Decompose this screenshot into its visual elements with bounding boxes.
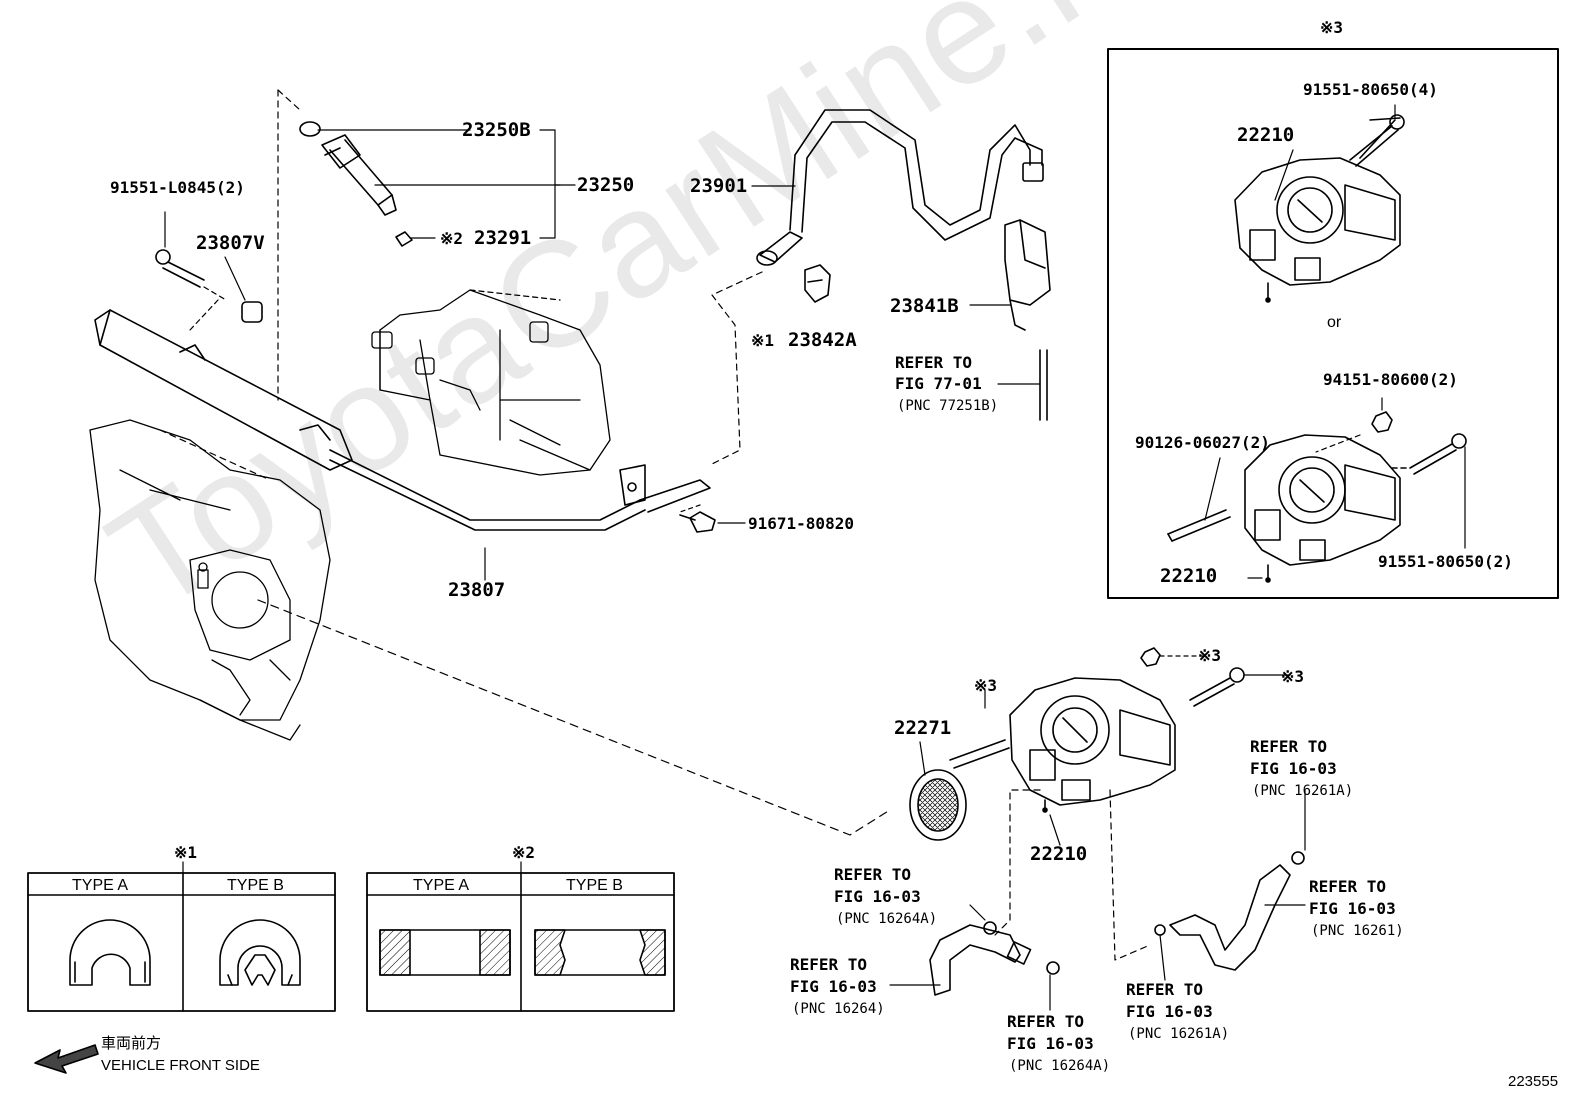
label-91671-80820: 91671-80820 [748,514,854,533]
refer16264a-top-line3: (PNC 16264A) [836,911,938,927]
refer77-line2: FIG 77-01 [895,374,982,393]
fuel-rail-drawing [94,309,711,531]
label-23841b: 23841B [890,295,959,317]
refer77-line1: REFER TO [895,353,973,372]
refer16264a-bot-line2: FIG 16-03 [1007,1034,1094,1053]
refer16261a-bot-line3: (PNC 16261A) [1128,1026,1230,1042]
label-90126-06027: 90126-06027(2) [1135,433,1270,452]
refer16261a-bot-line1: REFER TO [1126,980,1204,999]
label-91551-l0845: 91551-L0845(2) [110,178,245,197]
clip-23842a-drawing [804,264,831,303]
hose-23901-drawing [709,109,1044,466]
note-23291: ※2 [440,229,464,248]
label-94151-80600: 94151-80600(2) [1323,370,1458,389]
note-bolt: ※3 [1281,667,1305,686]
label-22210-main: 22210 [1030,843,1088,865]
refer16261-line2: FIG 16-03 [1309,899,1396,918]
throttle-body-main-drawing [949,647,1291,961]
injector-drawing [299,121,576,247]
note-nut: ※3 [1198,646,1222,665]
bolt-91671-drawing [679,504,746,533]
table2-frame [366,861,675,1012]
table2-col-a: TYPE A [413,877,470,894]
table1-col-b: TYPE B [227,877,284,894]
refer16264a-bot-line1: REFER TO [1007,1012,1085,1031]
front-side-jp: 車両前方 [101,1035,162,1052]
note-22271: ※3 [974,676,998,695]
label-23807v: 23807V [196,232,265,254]
water-hoses-drawing [889,789,1306,1011]
refer16264-line1: REFER TO [790,955,868,974]
label-23291: 23291 [474,227,532,249]
gasket-22271-drawing [909,741,967,841]
bolt-l0845-drawing [155,211,227,301]
label-23901: 23901 [690,175,748,197]
refer16261a-top-line1: REFER TO [1250,737,1328,756]
engine-block-drawing [371,289,611,476]
table1-mark: ※1 [174,843,198,862]
front-side-en: VEHICLE FRONT SIDE [101,1057,260,1074]
vsv-23841b-drawing [969,219,1051,331]
front-side-arrow-icon [34,1044,99,1074]
or-text: or [1327,314,1342,331]
label-23250b: 23250B [462,119,531,141]
label-23807: 23807 [448,579,506,601]
refer16261-line3: (PNC 16261) [1311,923,1404,939]
refer16261a-top-line2: FIG 16-03 [1250,759,1337,778]
label-22210-inset-b: 22210 [1160,565,1218,587]
cap-23807v-drawing [189,256,263,331]
inset-frame [1107,48,1559,599]
table2-col-b: TYPE B [566,877,623,894]
label-23842a: 23842A [788,329,857,351]
label-22271: 22271 [894,717,952,739]
refer16261-line1: REFER TO [1309,877,1387,896]
label-91551-80650-4: 91551-80650(4) [1303,80,1438,99]
diagram-id: 223555 [1508,1073,1559,1090]
intake-manifold-drawing [89,419,331,741]
table2-mark: ※2 [512,843,536,862]
note-23842a: ※1 [751,331,775,350]
table1-col-a: TYPE A [72,877,129,894]
refer16261a-top-line3: (PNC 16261A) [1252,783,1354,799]
refer77-line3: (PNC 77251B) [897,398,999,414]
inset-leaders [1204,104,1466,579]
refer16264a-top-line2: FIG 16-03 [834,887,921,906]
label-22210-inset-a: 22210 [1237,124,1295,146]
refer16261a-bot-line2: FIG 16-03 [1126,1002,1213,1021]
refer16264a-bot-line3: (PNC 16264A) [1009,1058,1111,1074]
label-91551-80650-2: 91551-80650(2) [1378,552,1513,571]
throttle-body-b-drawing [1167,411,1467,583]
refer16264a-top-line1: REFER TO [834,865,912,884]
refer16264-line2: FIG 16-03 [790,977,877,996]
refer16264-line3: (PNC 16264) [792,1001,885,1017]
inset-mark: ※3 [1320,18,1344,37]
label-23250: 23250 [577,174,635,196]
table1-frame [27,861,336,1012]
